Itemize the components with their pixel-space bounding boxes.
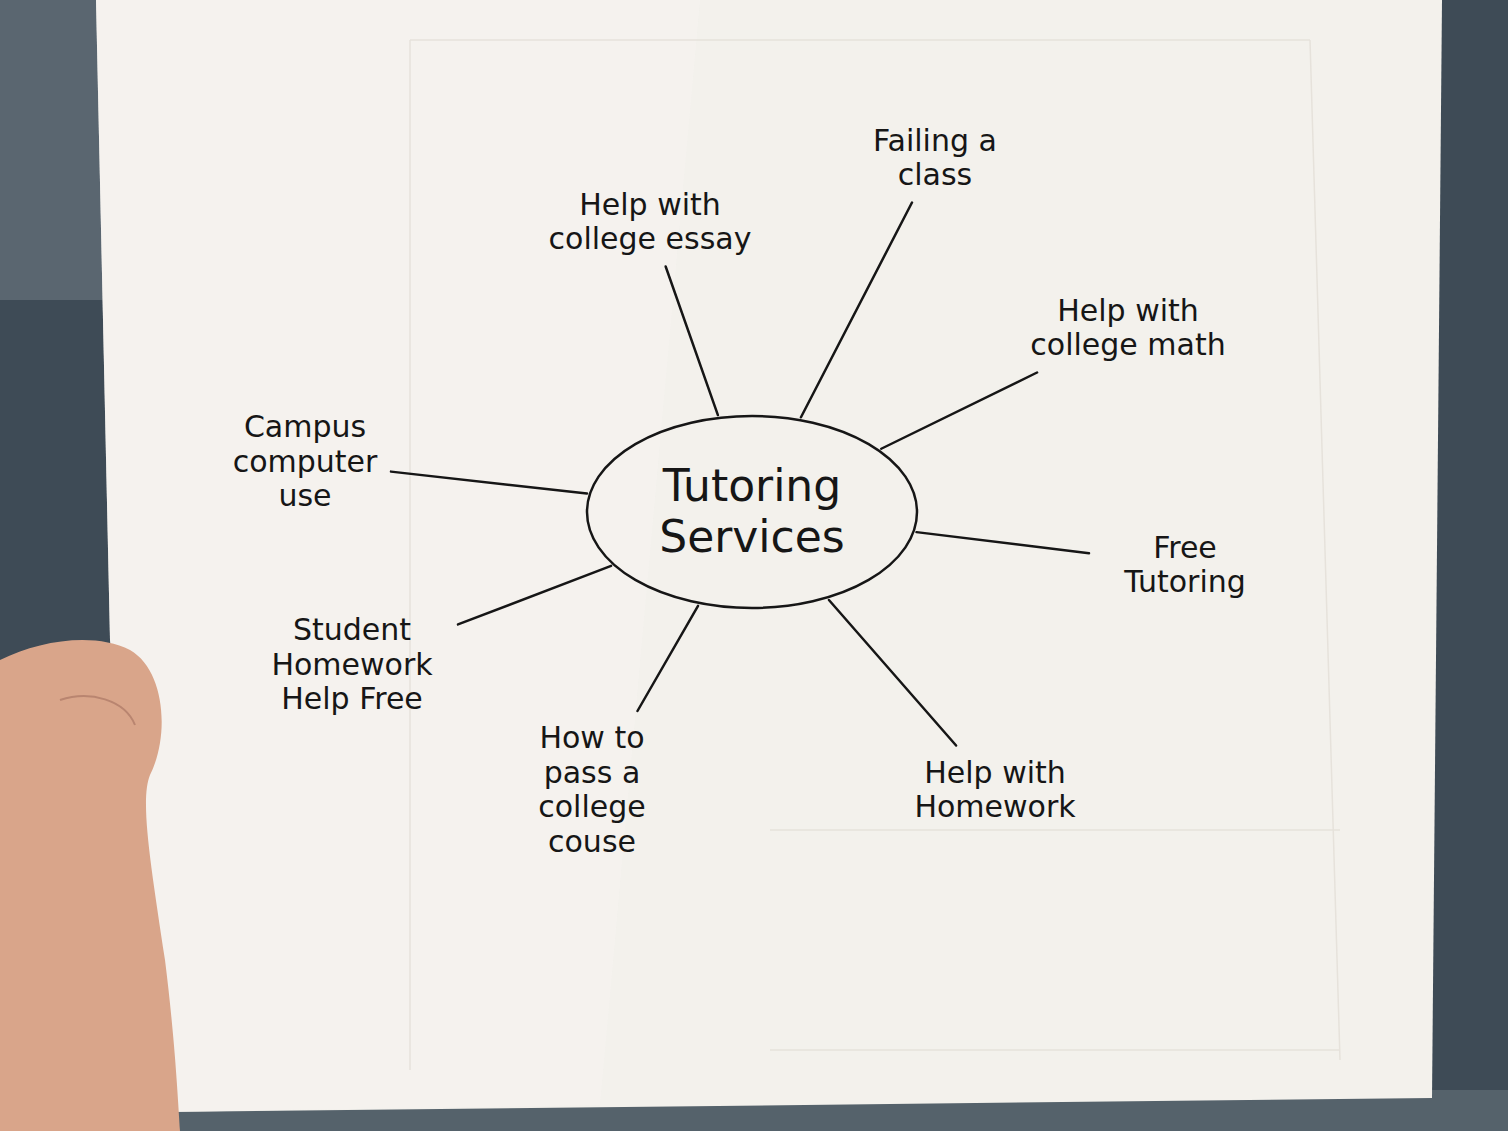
paper-sheet xyxy=(96,0,1442,1112)
spoke-line xyxy=(916,532,1089,553)
bleed-through-grid xyxy=(410,40,1340,1070)
branch-topic: Failing a class xyxy=(855,120,1015,197)
spoke-line xyxy=(458,566,611,625)
thumbnail xyxy=(60,696,135,725)
branch-topic: Help with college math xyxy=(1023,290,1233,367)
topic-text: Failing a class xyxy=(861,124,1009,193)
central-topic: Tutoring Services xyxy=(614,461,890,562)
topic-text: Free Tutoring xyxy=(1101,531,1269,600)
spoke-line xyxy=(391,472,587,494)
topic-text: How to pass a college couse xyxy=(518,721,666,859)
central-ellipse: Tutoring Services xyxy=(584,413,920,611)
hand xyxy=(0,640,180,1131)
spoke-line xyxy=(637,606,698,711)
ellipse-shape xyxy=(587,416,917,608)
paper-highlight xyxy=(96,0,700,1112)
branch-topic: Free Tutoring xyxy=(1095,527,1275,604)
topic-text: Help with Homework xyxy=(906,756,1084,825)
topic-text: Student Homework Help Free xyxy=(258,613,446,717)
topic-text: Help with college math xyxy=(1029,294,1227,363)
branch-topic: Campus computer use xyxy=(225,406,385,518)
spoke-line xyxy=(881,373,1037,449)
branch-topic: Help with college essay xyxy=(530,184,770,261)
spoke-line xyxy=(801,203,912,418)
branch-topic: Help with Homework xyxy=(900,752,1090,829)
topic-text: Help with college essay xyxy=(536,188,764,257)
branch-topic: How to pass a college couse xyxy=(512,717,672,863)
topic-text: Campus computer use xyxy=(231,410,379,514)
spoke-line xyxy=(829,600,956,745)
spoke-line xyxy=(666,267,718,416)
branch-topic: Student Homework Help Free xyxy=(252,609,452,721)
